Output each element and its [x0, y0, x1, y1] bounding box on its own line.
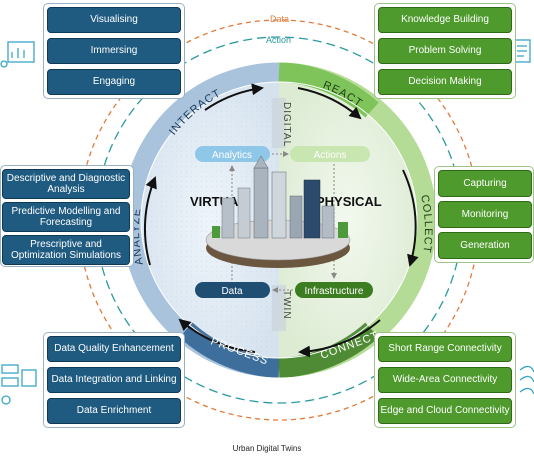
immersing-box: Immersing [47, 38, 181, 64]
svg-text:Infrastructure: Infrastructure [305, 286, 364, 297]
data-pill [195, 282, 270, 298]
visualising-box: Visualising [47, 7, 181, 33]
analytics-pill [195, 146, 270, 162]
figure-caption: Urban Digital Twins [232, 444, 302, 453]
action-ring-label: Action [266, 35, 292, 45]
data-ring-label: Data [270, 14, 290, 24]
svg-text:Actions: Actions [314, 150, 347, 161]
city-model-illustration [205, 155, 351, 268]
physical-label: PHYSICAL [316, 194, 382, 209]
infrastructure-pill [295, 282, 373, 298]
knowledge-building-box: Knowledge Building [378, 7, 512, 33]
engaging-box: Engaging [47, 69, 181, 95]
short-range-connectivity-box: Short Range Connectivity [378, 336, 512, 362]
capturing-box: Capturing [438, 170, 532, 197]
arrow-interact [204, 83, 264, 111]
generation-box: Generation [438, 232, 532, 259]
arrow-react [297, 87, 362, 120]
data-quality-box: Data Quality Enhancement [47, 336, 181, 362]
svg-text:Analytics: Analytics [212, 150, 252, 161]
arrow-collect [402, 169, 419, 267]
data-enrichment-box: Data Enrichment [47, 398, 181, 424]
actions-pill [290, 146, 370, 162]
arrow-process [178, 318, 256, 353]
svg-text:Data: Data [221, 286, 243, 297]
twin-label: TWIN [281, 290, 292, 320]
data-integration-box: Data Integration and Linking [47, 367, 181, 393]
wide-area-connectivity-box: Wide-Area Connectivity [378, 367, 512, 393]
digital-label: DIGITAL [281, 102, 292, 147]
descriptive-analysis-box: Descriptive and Diagnostic Analysis [2, 169, 130, 199]
document-icon [513, 39, 531, 63]
ring-label-collect: COLLECT [418, 194, 434, 254]
arrow-analyze [143, 176, 157, 266]
problem-solving-box: Problem Solving [378, 38, 512, 64]
predictive-modelling-box: Predictive Modelling and Forecasting [2, 202, 130, 232]
edge-cloud-connectivity-box: Edge and Cloud Connectivity [378, 398, 512, 424]
dashboard-icon [0, 41, 35, 68]
connectivity-icon [519, 365, 534, 395]
arrow-connect [298, 319, 381, 358]
server-stack-icon [1, 364, 37, 405]
prescriptive-simulation-box: Prescriptive and Optimization Simulation… [2, 235, 130, 265]
decision-making-box: Decision Making [378, 69, 512, 95]
monitoring-box: Monitoring [438, 201, 532, 228]
